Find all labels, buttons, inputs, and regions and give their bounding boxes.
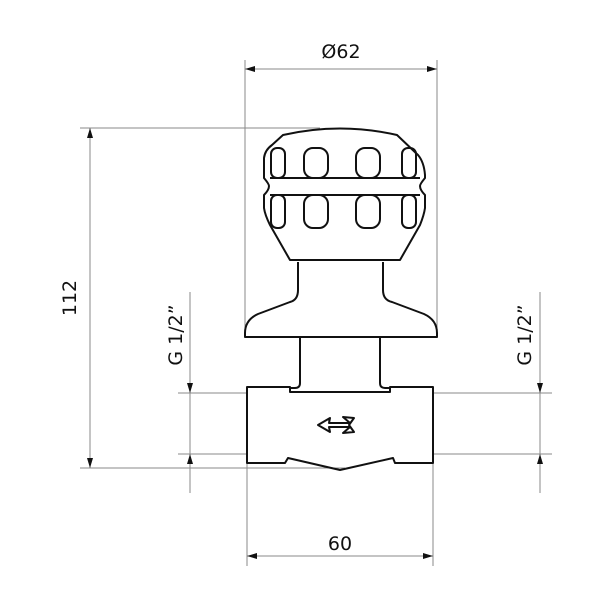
height-dimension: 112: [59, 127, 345, 469]
width-dimension: 60: [246, 462, 434, 566]
flow-direction-arrow-icon: [317, 416, 355, 434]
valve-handle: [263, 127, 426, 261]
width-label: 60: [328, 533, 352, 555]
handle-grip-slots: [270, 147, 417, 229]
thread-label-left: G 1/2”: [165, 304, 187, 365]
diameter-label: Ø62: [321, 41, 360, 63]
height-label: 112: [59, 280, 81, 316]
thread-dimension-right: G 1/2”: [433, 292, 552, 493]
diameter-dimension: Ø62: [244, 41, 438, 338]
valve-body: [246, 386, 434, 471]
thread-label-right: G 1/2”: [514, 304, 536, 365]
thread-dimension-left: G 1/2”: [165, 292, 247, 493]
valve-bonnet: [244, 262, 438, 389]
